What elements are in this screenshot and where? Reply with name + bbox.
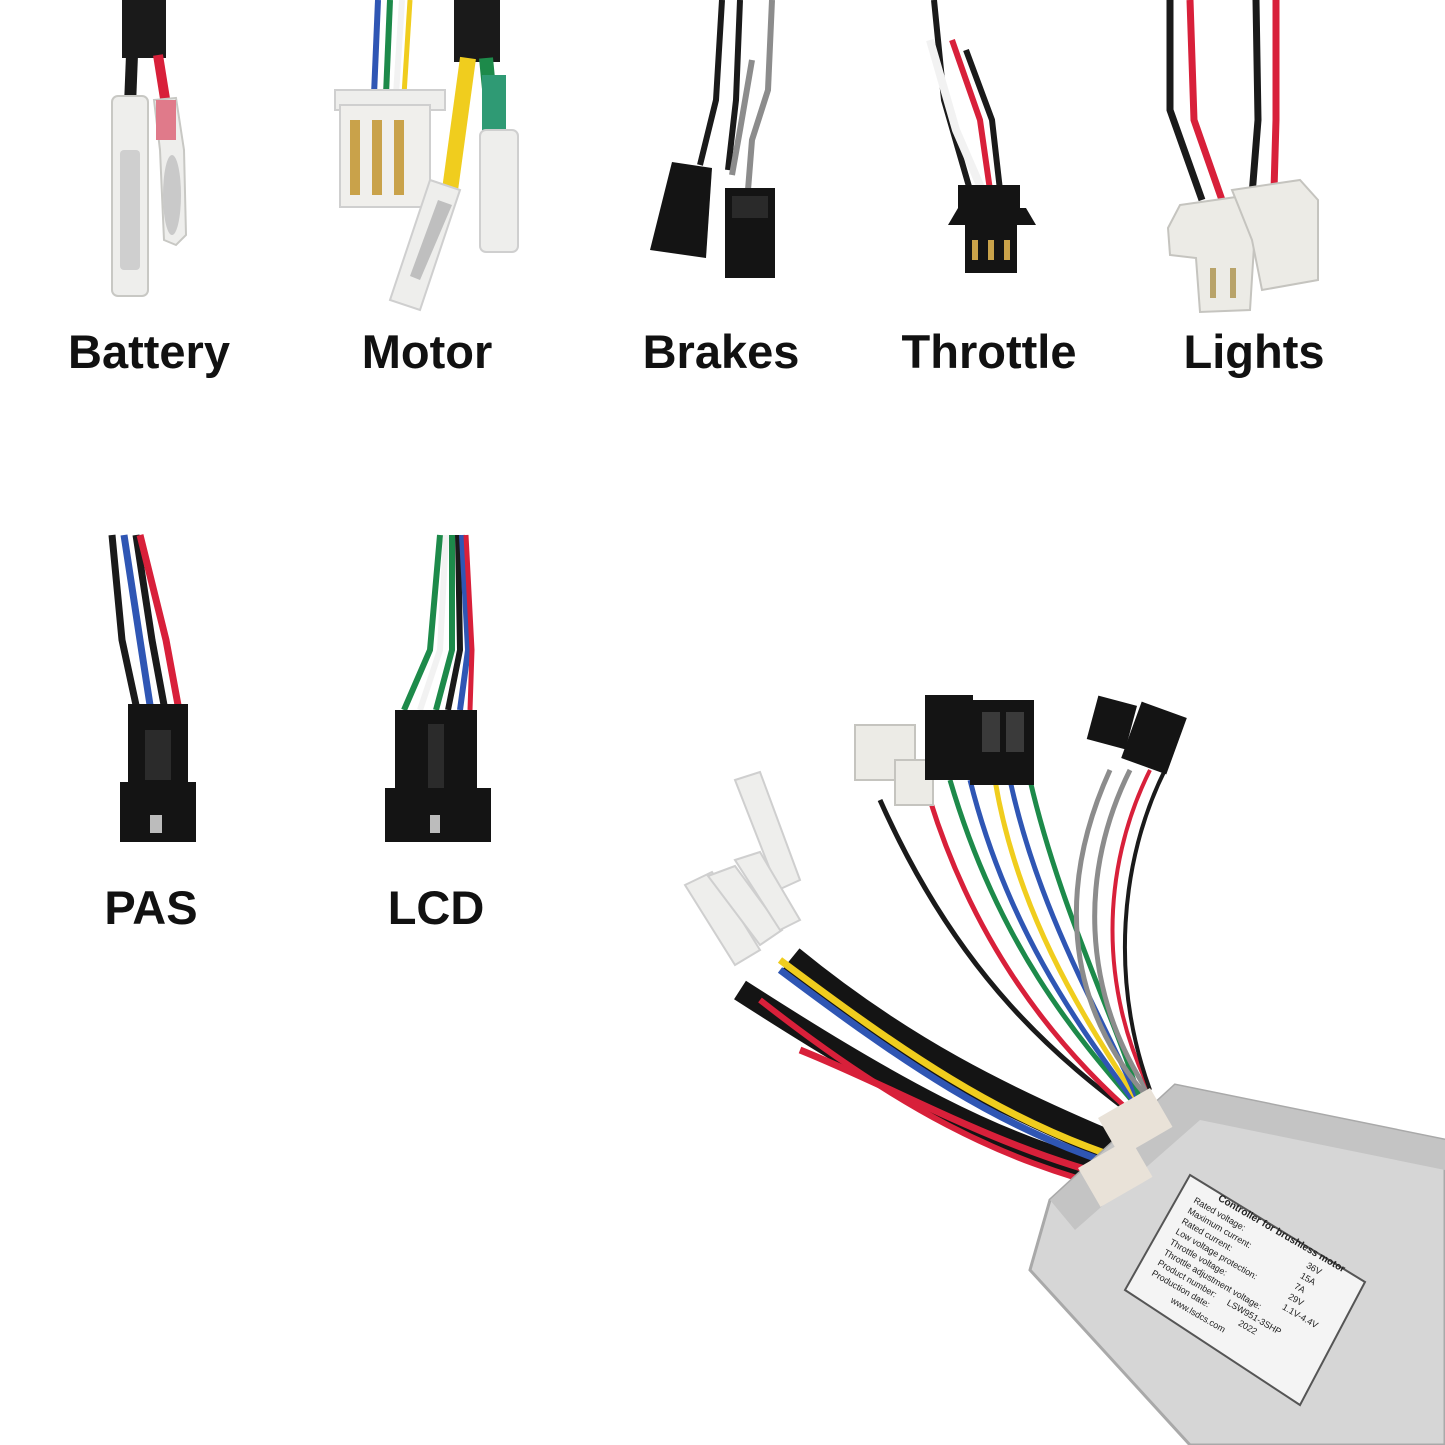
lcd-connector <box>385 534 491 842</box>
lights-connector <box>1166 0 1319 314</box>
lights-label: Lights <box>1183 325 1325 378</box>
throttle-connector <box>926 0 1036 273</box>
controller-assembly <box>683 695 1445 1445</box>
pas-label: PAS <box>104 881 198 934</box>
throttle-label: Throttle <box>901 325 1077 378</box>
battery-label: Battery <box>68 325 230 378</box>
motor-label: Motor <box>361 325 493 378</box>
brakes-label: Brakes <box>642 325 800 378</box>
motor-connector <box>334 0 519 312</box>
sticker-value-3: 7A <box>1293 1281 1308 1295</box>
battery-connector <box>111 0 188 297</box>
lcd-label: LCD <box>387 881 485 934</box>
pas-connector <box>108 534 196 842</box>
brakes-connector <box>650 0 775 278</box>
